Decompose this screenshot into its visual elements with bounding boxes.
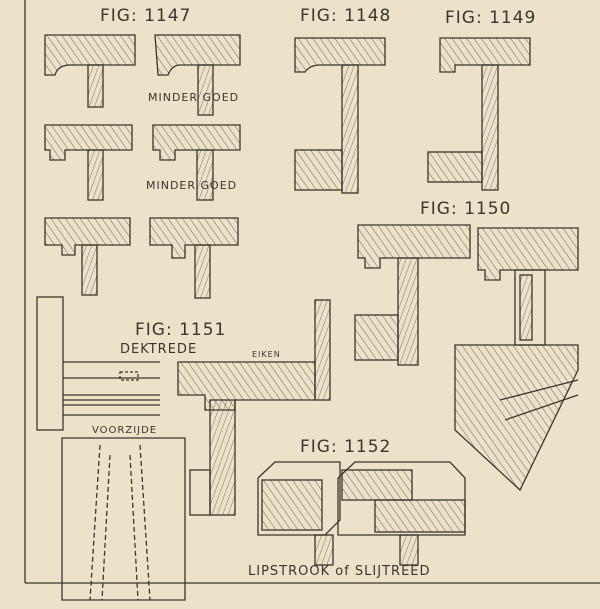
fig-1148-label: FIG: 1148 <box>300 6 392 26</box>
fig-1152-blocks <box>257 461 466 566</box>
fig-1149-label: FIG: 1149 <box>445 8 537 28</box>
fig-1147-label: FIG: 1147 <box>100 6 192 26</box>
fig-1151-title: DEKTREDE <box>120 342 198 357</box>
fig-1152-caption: LIPSTROOK of SLIJTREED <box>248 564 431 579</box>
fig-1149-profile <box>427 37 531 191</box>
fig-1150-profiles <box>354 224 579 492</box>
fig-1151-view-label: VOORZIJDE <box>92 425 158 436</box>
fig-1151-elevation <box>36 296 186 601</box>
fig-1152-label: FIG: 1152 <box>300 437 392 457</box>
fig-1150-label: FIG: 1150 <box>420 199 512 219</box>
fig-1147-profiles <box>44 34 241 299</box>
fig-1147-note-1: MINDER GOED <box>148 91 240 104</box>
fig-1151-section <box>177 299 331 516</box>
fig-1151-label: FIG: 1151 <box>135 320 227 340</box>
fig-1151-material: EIKEN <box>252 350 281 359</box>
fig-1148-profile <box>294 37 386 194</box>
fig-1147-note-2: MINDER GOED <box>146 179 238 192</box>
